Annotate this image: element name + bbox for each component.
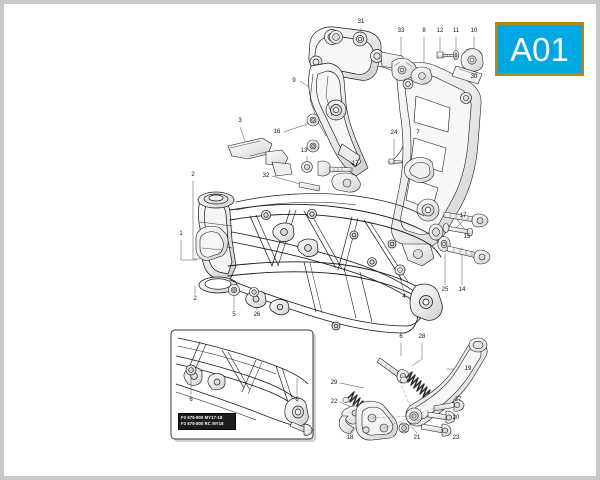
callout-27: 27 (454, 397, 462, 403)
callout-1: 1 (179, 231, 183, 237)
bracket-18 (355, 400, 398, 441)
diagram-canvas (170, 26, 491, 442)
side-stand-assembly (338, 337, 488, 441)
clip-32 (298, 181, 321, 192)
frame-lugs (245, 209, 406, 331)
callout-17-right: 17 (459, 213, 467, 219)
upper-bracket-assembly (308, 26, 384, 177)
top-right-fasteners (391, 48, 484, 85)
callout-31: 31 (357, 19, 365, 25)
mount-10 (460, 48, 484, 72)
callout-2-lower: 2 (193, 296, 197, 302)
callout-7: 7 (416, 130, 420, 136)
callout-4: 4 (402, 294, 406, 300)
ring-31 (329, 30, 343, 44)
bolt-27 (433, 398, 465, 412)
long-bolts-right (428, 211, 491, 265)
callout-12: 12 (436, 28, 444, 34)
callout-8: 8 (422, 28, 426, 34)
variant-label-plate: F3 675-800 MY17-18 F3 675-800 RC MY18 (178, 413, 236, 430)
callout-17: 17 (351, 161, 359, 167)
callout-28: 28 (418, 334, 426, 340)
callout-29: 29 (330, 380, 338, 386)
bracket-1 (195, 225, 229, 261)
bolt-15 (443, 211, 489, 228)
page-code-badge: A01 (495, 22, 584, 76)
bushings-5-26 (228, 284, 259, 297)
plate-30 (451, 65, 483, 85)
bolt-17-right (442, 223, 473, 237)
callout-15: 15 (463, 234, 471, 240)
callout-33: 33 (397, 28, 405, 34)
callout-19: 19 (464, 366, 472, 372)
callout-26: 26 (253, 312, 261, 318)
bushings-16-13 (306, 113, 320, 153)
bolt-6 (376, 357, 410, 384)
callout-23: 23 (452, 435, 460, 441)
callout-11: 11 (452, 28, 460, 34)
bolt-20 (427, 410, 456, 424)
bolt-12 (436, 51, 455, 59)
callout-30: 30 (470, 74, 478, 80)
variant-line-1: F3 675-800 MY17-18 (181, 415, 223, 420)
callout-18: 18 (346, 435, 354, 441)
callout-6-stand: 6 (399, 334, 403, 340)
callout-32: 32 (262, 173, 270, 179)
variant-line-2: F3 675-800 RC MY18 (181, 421, 224, 427)
callout-2-upper: 2 (191, 172, 195, 178)
callout-13: 13 (300, 148, 308, 154)
parts-24-7 (388, 157, 435, 183)
callout-22: 22 (330, 399, 338, 405)
callout-3: 3 (238, 118, 242, 124)
callout-9: 9 (292, 78, 296, 84)
washer-11 (453, 50, 459, 60)
callout-14: 14 (458, 287, 466, 293)
collar-13-bolt-17 (301, 160, 361, 193)
callout-10: 10 (470, 28, 478, 34)
callout-20: 20 (452, 415, 460, 421)
part-4-markers (394, 264, 406, 276)
callout-5: 5 (232, 312, 236, 318)
bolt-23 (420, 423, 452, 437)
inset-callout-6-left: 6 (189, 397, 193, 403)
inset-callout-6-right: 6 (295, 397, 299, 403)
side-stand-leg (405, 337, 488, 427)
bracket-3 (227, 137, 293, 177)
callout-24: 24 (390, 130, 398, 136)
callout-21: 21 (413, 435, 421, 441)
callout-25: 25 (441, 287, 449, 293)
callout-16: 16 (273, 129, 281, 135)
bolt-14 (446, 245, 491, 265)
